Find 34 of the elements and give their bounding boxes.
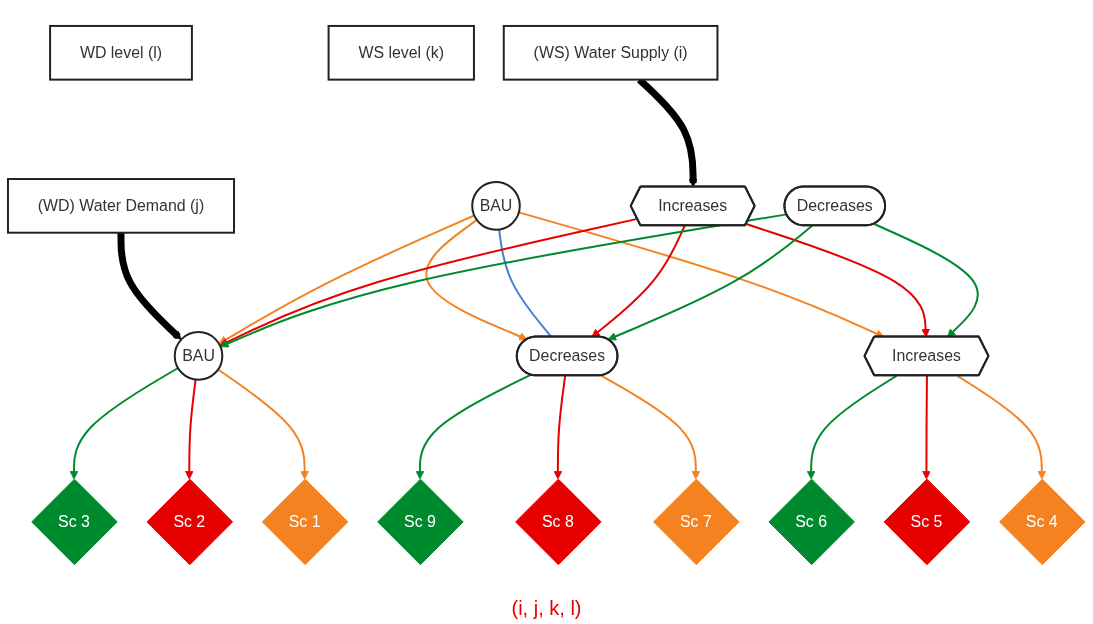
arrow — [922, 374, 931, 480]
node-box: (WS) Water Supply (i) — [502, 24, 719, 81]
arrow — [184, 378, 197, 480]
arrow — [553, 374, 567, 480]
arrow — [873, 222, 979, 338]
arrow — [806, 374, 898, 480]
arrow — [607, 224, 814, 341]
node-diamond: Sc 7 — [653, 478, 740, 565]
arrow — [591, 224, 686, 338]
arrow — [219, 217, 639, 346]
node-circle: BAU — [471, 180, 521, 231]
node-diamond: Sc 8 — [515, 478, 602, 565]
node-diamond: Sc 6 — [768, 478, 855, 565]
arrow — [217, 368, 309, 480]
arrow — [117, 232, 182, 340]
node-diamond: Sc 3 — [31, 478, 118, 565]
arrow — [600, 374, 701, 480]
node-box: WS level (k) — [327, 24, 475, 81]
arrow — [956, 374, 1047, 480]
node-diamond: Sc 2 — [146, 478, 234, 565]
node-box: (WD) Water Demand (j) — [6, 177, 236, 234]
connector — [498, 228, 553, 338]
node-box: WD level (l) — [49, 24, 193, 81]
scenario-index-note: (i, j, k, l) — [511, 597, 582, 619]
node-diamond: Sc 4 — [999, 478, 1086, 565]
node-diamond: Sc 1 — [261, 478, 349, 565]
arrow — [415, 373, 532, 480]
arrow — [220, 213, 788, 348]
arrow — [69, 366, 180, 480]
node-circle: BAU — [173, 330, 224, 381]
node-diamond: Sc 9 — [377, 478, 464, 565]
node-diamond: Sc 5 — [883, 478, 971, 565]
arrow — [745, 222, 930, 338]
arrow — [425, 218, 528, 341]
